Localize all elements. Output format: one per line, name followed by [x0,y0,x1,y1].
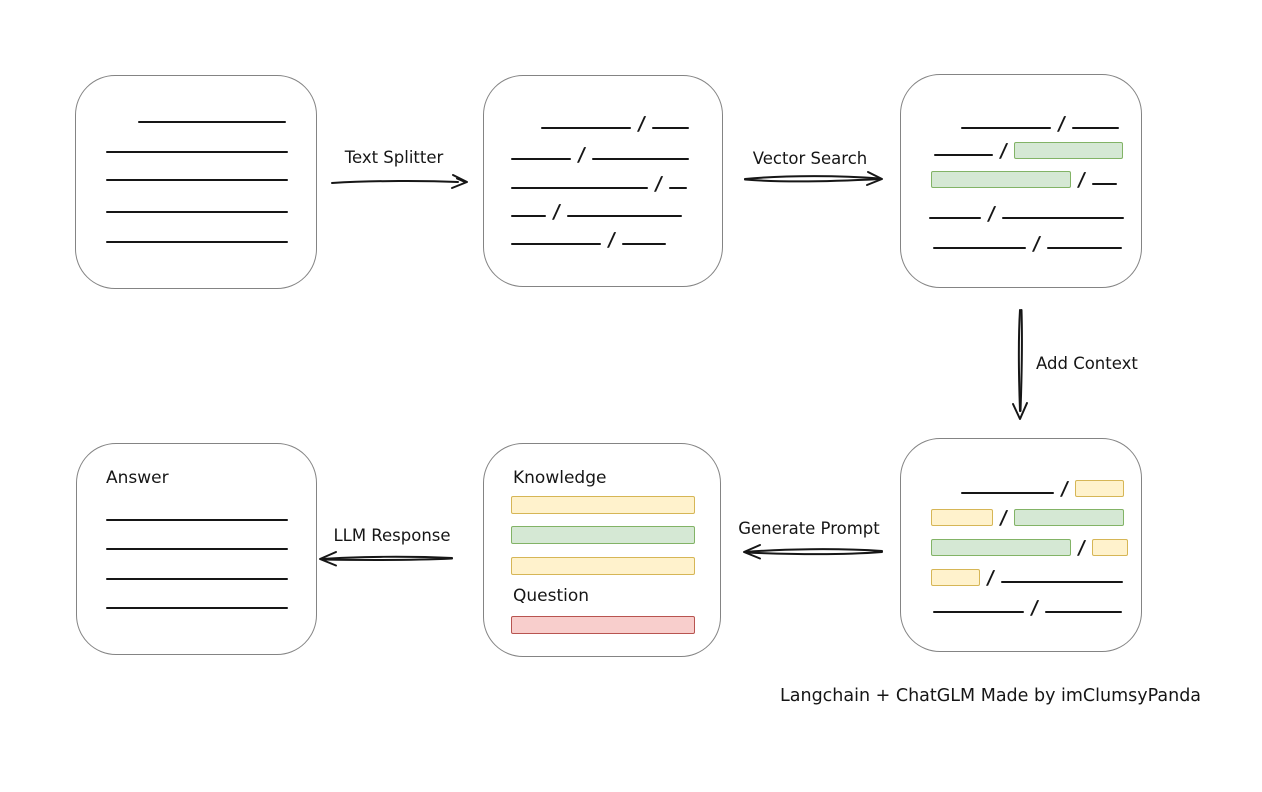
text-line [106,179,288,181]
text-line [106,211,288,213]
chunk-row: / [511,172,687,195]
matched-chunk-green [931,539,1071,556]
text-line [961,127,1051,129]
text-line [1001,217,1124,219]
matched-chunk-green [931,171,1071,188]
text-line [106,151,288,153]
source-document-box [75,75,317,289]
chunk-row: / [541,112,689,135]
prompt-box: Knowledge Question [483,443,721,657]
text-line [541,127,631,129]
text-line [138,121,286,123]
chunk-row: / [511,143,689,166]
add-context-arrow [1012,309,1028,420]
text-line [566,215,682,217]
generate-prompt-arrow [743,544,883,560]
vector-search-arrow [744,171,883,186]
answer-box: Answer [76,443,317,655]
text-line [511,158,571,160]
text-line [668,187,687,189]
knowledge-bar-yellow [511,557,695,575]
knowledge-bar-green [511,526,695,544]
text-line [961,492,1054,494]
chunk-row: / [931,536,1128,559]
text-splitter-label: Text Splitter [344,148,444,167]
text-line [106,519,288,521]
text-line [934,154,993,156]
text-line [591,158,689,160]
knowledge-bar-yellow [511,496,695,514]
text-line [1046,247,1122,249]
vector-search-label: Vector Search [752,149,868,168]
knowledge-label: Knowledge [513,468,607,488]
text-line [511,215,546,217]
context-chunk-yellow [1091,539,1128,556]
slash-separator: / [998,140,1009,162]
text-line [651,127,689,129]
text-line [929,217,981,219]
slash-separator: / [551,201,562,223]
split-chunks-box: / / / / / [483,75,723,287]
text-line [511,243,601,245]
llm-response-arrow [319,551,453,567]
slash-separator: / [653,173,664,195]
diagram-caption: Langchain + ChatGLM Made by imClumsyPand… [780,686,1202,706]
slash-separator: / [1076,537,1087,559]
context-chunks-box: / / / / / [900,438,1142,652]
text-line [106,548,288,550]
text-line [106,607,288,609]
text-line [1091,183,1117,185]
chunk-row: / [931,566,1123,589]
slash-separator: / [1029,597,1040,619]
context-chunk-yellow [1074,480,1124,497]
text-line [933,247,1026,249]
slash-separator: / [1056,113,1067,135]
chunk-row: / [933,596,1122,619]
generate-prompt-label: Generate Prompt [738,519,880,538]
matched-chunk-green [1013,509,1124,526]
slash-separator: / [576,144,587,166]
slash-separator: / [606,229,617,251]
chunk-row: / [931,506,1124,529]
slash-separator: / [998,507,1009,529]
vector-matches-box: / / / / / [900,74,1142,288]
text-line [106,578,288,580]
slash-separator: / [1031,233,1042,255]
text-line [933,611,1024,613]
slash-separator: / [636,113,647,135]
chunk-row: / [961,112,1119,135]
text-line [621,243,666,245]
slash-separator: / [986,203,997,225]
text-line [1071,127,1119,129]
llm-response-label: LLM Response [333,526,451,545]
add-context-label: Add Context [1036,354,1138,373]
context-chunk-yellow [931,569,980,586]
slash-separator: / [1059,478,1070,500]
answer-label: Answer [106,468,169,488]
chunk-row: / [934,139,1123,162]
text-line [106,241,288,243]
chunk-row: / [929,202,1124,225]
slash-separator: / [1076,169,1087,191]
question-bar-red [511,616,695,634]
slash-separator: / [985,567,996,589]
text-splitter-arrow [331,174,468,189]
text-line [511,187,648,189]
matched-chunk-green [1013,142,1123,159]
text-line [1000,581,1123,583]
chunk-row: / [511,228,666,251]
question-label: Question [513,586,590,606]
chunk-row: / [931,168,1117,191]
chunk-row: / [961,477,1124,500]
chunk-row: / [511,200,682,223]
chunk-row: / [933,232,1122,255]
text-line [1044,611,1122,613]
context-chunk-yellow [931,509,993,526]
